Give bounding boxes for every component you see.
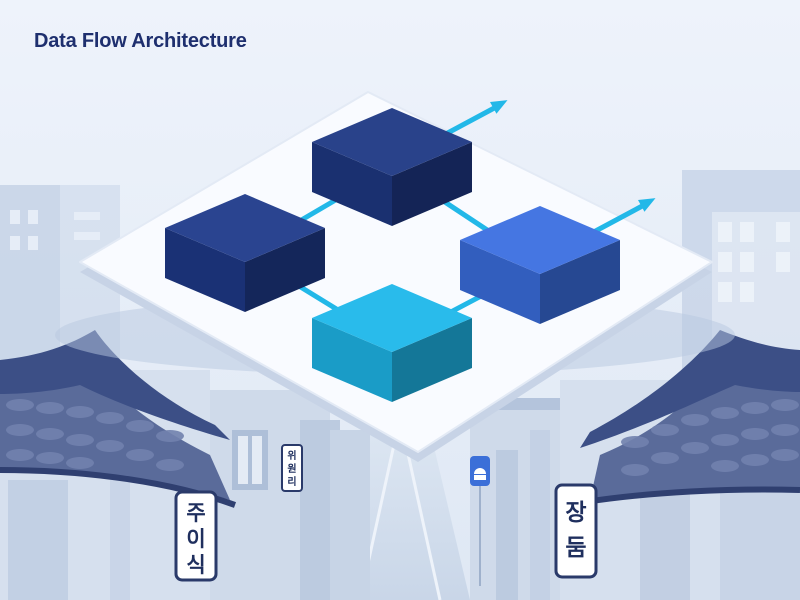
page-title: Data Flow Architecture <box>34 30 247 52</box>
node-3 <box>460 206 620 324</box>
node-group <box>165 108 620 402</box>
node-2-right-face <box>392 142 472 226</box>
sign-left-char-2: 이 <box>186 527 205 551</box>
sign-middle-char-3: 리 <box>287 475 296 488</box>
sign-right-char-1: 장 <box>565 500 586 526</box>
node-1-top-face <box>165 194 325 262</box>
node-4-right-face <box>392 318 472 402</box>
left-roof <box>0 330 237 508</box>
diagram-platform <box>79 91 713 462</box>
sign-left: 주 이 식 <box>174 490 218 582</box>
sign-middle: 위 원 리 <box>281 444 303 492</box>
connector-node-2-node-3 <box>436 195 496 237</box>
node-3-top-face <box>460 206 620 274</box>
output-arrow-node-3 <box>587 198 656 237</box>
node-2-left-face <box>312 142 392 226</box>
node-4-top-face <box>312 284 472 352</box>
sign-middle-char-1: 위 <box>287 449 296 462</box>
output-arrow-node-2 <box>439 100 508 139</box>
right-roof <box>580 330 800 505</box>
node-1-left-face <box>165 228 245 312</box>
node-4 <box>312 284 472 402</box>
sign-left-char-1: 주 <box>186 501 205 525</box>
node-2 <box>312 108 472 226</box>
sign-small-lamp <box>470 456 490 586</box>
node-1-right-face <box>245 228 325 312</box>
sign-middle-char-2: 원 <box>287 462 296 475</box>
sign-right: 장 둠 <box>554 483 598 579</box>
node-4-left-face <box>312 318 392 402</box>
node-3-right-face <box>540 240 620 324</box>
node-3-left-face <box>460 240 540 324</box>
node-2-top-face <box>312 108 472 176</box>
output-arrow-group <box>439 100 656 237</box>
node-1 <box>165 194 325 312</box>
sign-right-char-2: 둠 <box>565 535 586 561</box>
sign-left-char-3: 식 <box>186 553 205 577</box>
